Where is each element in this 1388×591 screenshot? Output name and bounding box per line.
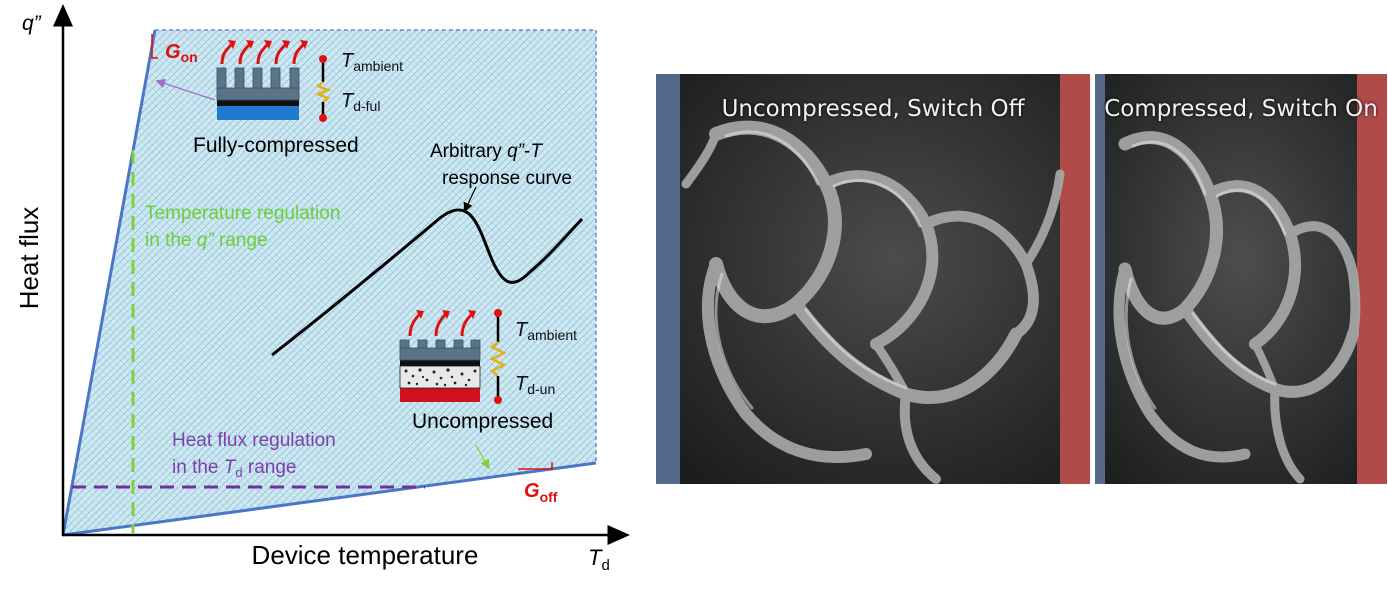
response-curve bbox=[271, 208, 584, 357]
uncompressed-foam-photo: Uncompressed, Switch Off bbox=[656, 74, 1090, 484]
uncompressed-t-ambient: Tambient bbox=[515, 319, 577, 343]
x-axis-symbol: Td bbox=[588, 545, 610, 574]
temp-regulation-label-line1: Temperature regulation bbox=[145, 203, 340, 224]
uncompressed-device-icon bbox=[399, 339, 481, 402]
foam-image bbox=[656, 74, 1090, 484]
y-axis-title: Heat flux bbox=[14, 207, 44, 310]
y-axis-symbol: q” bbox=[22, 12, 42, 35]
uncompressed-pointer bbox=[475, 444, 490, 470]
flux-regulation-label-line1: Heat flux regulation bbox=[172, 430, 336, 451]
fully-compressed-label: Fully-compressed bbox=[193, 134, 359, 157]
photo-caption: Compressed, Switch On bbox=[1104, 96, 1378, 122]
photo-caption: Uncompressed, Switch Off bbox=[721, 96, 1025, 122]
fully-compressed-t-device: Td-ful bbox=[341, 90, 380, 114]
uncompressed-t-device: Td-un bbox=[515, 373, 555, 397]
response-curve-label-line2: response curve bbox=[442, 168, 572, 189]
g-on-label: Gon bbox=[165, 41, 198, 65]
temp-regulation-label-line2: in the q” range bbox=[145, 230, 268, 251]
fully-compressed-pointer bbox=[155, 78, 216, 101]
g-on-bracket bbox=[151, 34, 158, 59]
fully-compressed-device-icon bbox=[216, 67, 300, 120]
heat-arrows-icon bbox=[220, 42, 306, 65]
thermal-resistor-icon bbox=[489, 309, 507, 404]
x-axis-title: Device temperature bbox=[252, 540, 479, 570]
g-on-line bbox=[61, 29, 157, 536]
fully-compressed-t-ambient: Tambient bbox=[341, 50, 403, 74]
g-off-label: Goff bbox=[524, 480, 558, 505]
response-curve-pointer bbox=[463, 186, 477, 213]
foam-image bbox=[1095, 74, 1387, 484]
flux-regulation-label-line2: in the Td range bbox=[172, 457, 296, 480]
g-off-line bbox=[62, 461, 597, 537]
uncompressed-label: Uncompressed bbox=[412, 410, 553, 433]
response-curve-label-line1: Arbitrary q”-T bbox=[430, 141, 543, 162]
g-off-bracket bbox=[518, 462, 553, 470]
thermal-resistor-icon bbox=[314, 55, 332, 122]
compressed-foam-photo: Compressed, Switch On bbox=[1095, 74, 1387, 484]
heat-flux-diagram: q” Td Heat flux Device temperature Gon G… bbox=[14, 4, 630, 574]
heat-arrows-icon bbox=[408, 312, 474, 337]
